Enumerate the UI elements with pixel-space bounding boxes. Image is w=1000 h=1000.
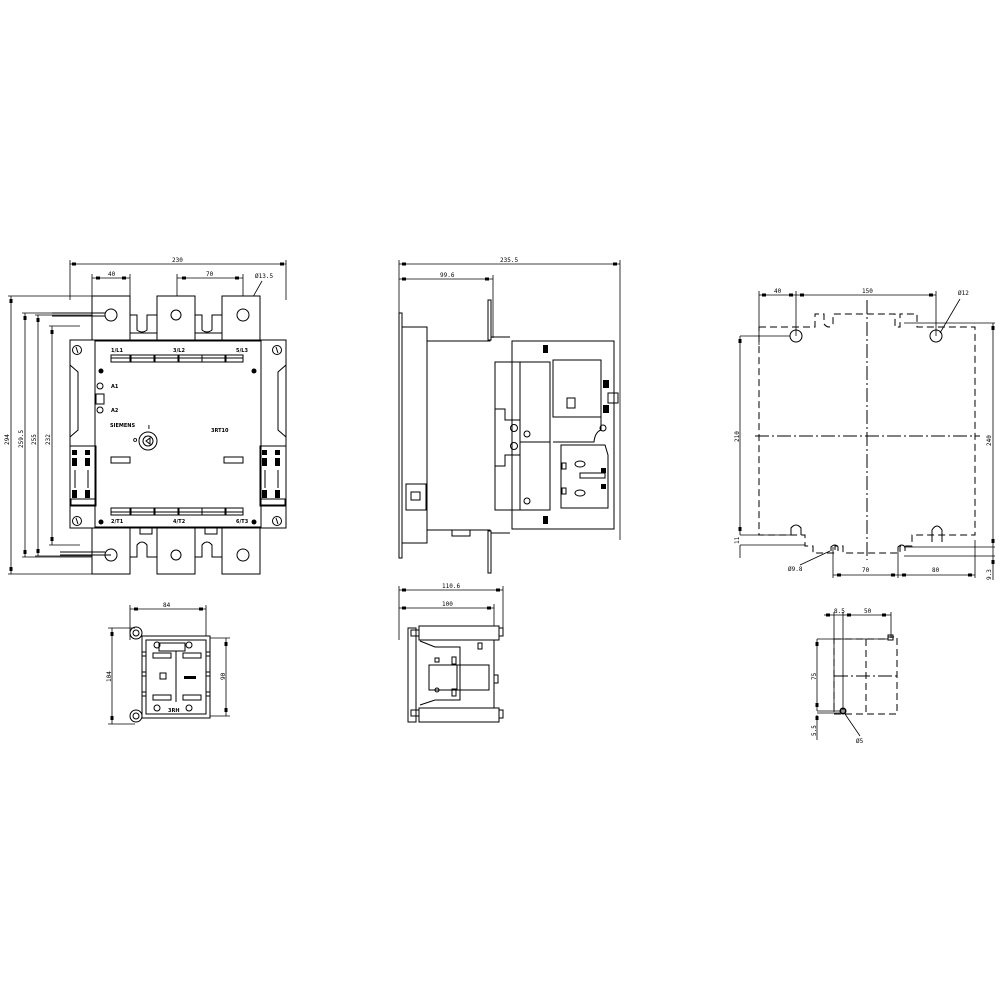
terminal-label-top-2: 3/L2: [173, 348, 185, 354]
dim-mount-hole-bottom: Ø9.8: [788, 566, 803, 573]
dim-mount-hole-top: Ø12: [958, 290, 969, 297]
small-label: 3RH: [168, 708, 180, 714]
dim-height-4: 232: [45, 434, 52, 445]
aux-label-a2: A2: [111, 408, 119, 414]
dim-terminal-pitch: 70: [206, 271, 214, 278]
front-view: 230 40 70 Ø13.5 294 259.5: [4, 257, 287, 575]
switch-on-label: I: [148, 425, 150, 431]
terminal-label-top-1: 1/L1: [111, 348, 123, 354]
dim-height-overall: 294: [4, 434, 11, 445]
dim-left-offset: 40: [108, 271, 116, 278]
aux-contact-block-left: [69, 445, 97, 507]
dim-mount-hole-spacing: 150: [862, 288, 873, 295]
dim-overall-width: 230: [172, 257, 183, 264]
dim-mount-bottom-right: 9.3: [986, 569, 993, 580]
dim-overall-depth: 235.5: [500, 257, 518, 264]
dim-mount-height-right: 240: [986, 435, 993, 446]
small-mounting-view: 8.5 50 75 5.5 Ø5: [811, 608, 898, 745]
dim-small-mount-spacing: 50: [864, 608, 872, 615]
aux-label-a1: A1: [111, 384, 119, 390]
dim-height-3: 255: [31, 434, 38, 445]
dim-mount-left-offset: 40: [774, 288, 782, 295]
dim-small-depth: 100: [442, 601, 453, 608]
terminal-label-top-3: 5/L3: [236, 348, 248, 354]
dim-small-mount-bottom-offset: 5.5: [811, 725, 818, 736]
dim-small-mount-offset: 8.5: [834, 608, 845, 615]
dim-mount-bottom-spacing-2: 80: [932, 567, 940, 574]
small-front-view: 84 104 90 3RH: [106, 602, 230, 725]
terminal-label-bottom-2: 4/T2: [173, 519, 186, 525]
side-view: 235.5 99.6: [398, 257, 621, 574]
dim-mount-height-left: 210: [734, 431, 741, 442]
aux-contact-block-right: [259, 445, 287, 507]
dim-small-width: 84: [163, 602, 171, 609]
dim-mount-bottom-spacing-1: 70: [862, 567, 870, 574]
dim-small-height-left: 104: [106, 671, 113, 682]
dim-small-mount-hole: Ø5: [856, 738, 864, 745]
terminal-label-bottom-3: 6/T3: [236, 519, 249, 525]
small-side-view: 110.6 100: [398, 583, 504, 723]
rotary-switch-icon: [138, 431, 158, 451]
dim-height-2: 259.5: [18, 430, 25, 448]
screw-icon: [72, 345, 282, 526]
dim-small-overall-depth: 110.6: [442, 583, 460, 590]
dim-terminal-hole: Ø13.5: [255, 273, 273, 280]
switch-off-label: O: [133, 438, 137, 444]
dim-front-depth: 99.6: [440, 272, 455, 279]
dim-small-mount-height: 75: [811, 672, 818, 680]
mounting-view: 40 150 Ø12 210 11 240 9.3: [734, 288, 995, 580]
terminal-label-bottom-1: 2/T1: [111, 519, 124, 525]
dim-small-height-right: 90: [220, 672, 227, 680]
dim-mount-bottom-offset: 11: [734, 536, 741, 544]
brand-logo: SIEMENS: [110, 423, 135, 429]
model-label: 3RT10: [211, 428, 229, 434]
